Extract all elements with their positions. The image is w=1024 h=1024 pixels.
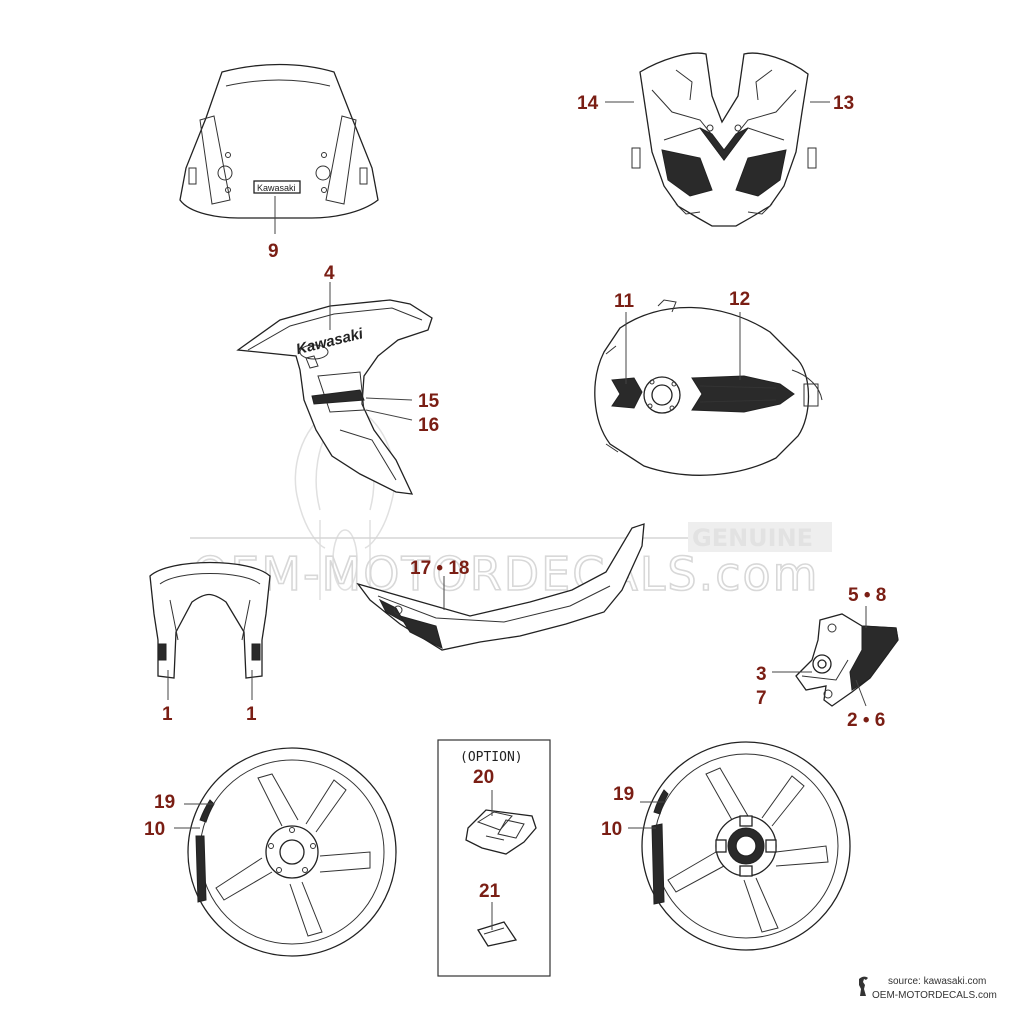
- watermark: GENUINE OEM-MOTORDECALS.com: [190, 409, 832, 602]
- callout-7: 7: [756, 688, 767, 709]
- windshield-part: Kawasaki: [179, 63, 379, 219]
- watermark-genuine: GENUINE: [692, 524, 813, 552]
- callout-19-rear: 19: [613, 784, 634, 805]
- callout-17-18: 17 • 18: [410, 558, 469, 579]
- upper-cowl-part: [631, 52, 817, 227]
- callout-15: 15: [418, 391, 440, 412]
- windshield-decal-text: Kawasaki: [257, 183, 296, 193]
- callout-13: 13: [833, 93, 854, 114]
- fuel-tank-part: [594, 299, 823, 476]
- callout-10-front: 10: [144, 819, 165, 840]
- callout-11: 11: [614, 291, 635, 312]
- front-fender-part: [149, 561, 271, 679]
- callout-1-left: 1: [162, 704, 173, 725]
- callout-20: 20: [473, 767, 494, 788]
- callout-21: 21: [479, 881, 501, 902]
- callout-4: 4: [324, 263, 335, 284]
- callout-5-8: 5 • 8: [848, 585, 886, 606]
- credit-source-text: source: kawasaki.com: [888, 976, 987, 987]
- watermark-site: OEM-MOTORDECALS.com: [192, 547, 820, 601]
- front-wheel-part: [187, 747, 397, 957]
- callout-10-rear: 10: [601, 819, 622, 840]
- callout-12: 12: [729, 289, 750, 310]
- callout-16: 16: [418, 415, 439, 436]
- credit-site-text: OEM-MOTORDECALS.com: [872, 990, 997, 1001]
- callouts: 9 14 13 4 15 16 11 12 1 1 17 • 18 5 • 8 …: [144, 93, 886, 902]
- side-panel-part: Kawasaki: [236, 299, 433, 495]
- decal-kit-part: [465, 809, 537, 855]
- callout-2-6: 2 • 6: [847, 710, 885, 731]
- callout-19-front: 19: [154, 792, 175, 813]
- callout-3: 3: [756, 664, 767, 685]
- under-cowl-part: [356, 523, 645, 651]
- bracket-part: [795, 613, 899, 707]
- rear-wheel-part: [641, 741, 851, 951]
- callout-14: 14: [577, 93, 599, 114]
- option-box: (OPTION): [437, 739, 551, 977]
- option-label: (OPTION): [460, 750, 523, 765]
- sticker-sheet-part: [477, 921, 518, 947]
- silhouette-logo-icon: [859, 976, 868, 996]
- callout-9: 9: [268, 241, 279, 262]
- leader-lines: [167, 101, 867, 930]
- callout-1-right: 1: [246, 704, 257, 725]
